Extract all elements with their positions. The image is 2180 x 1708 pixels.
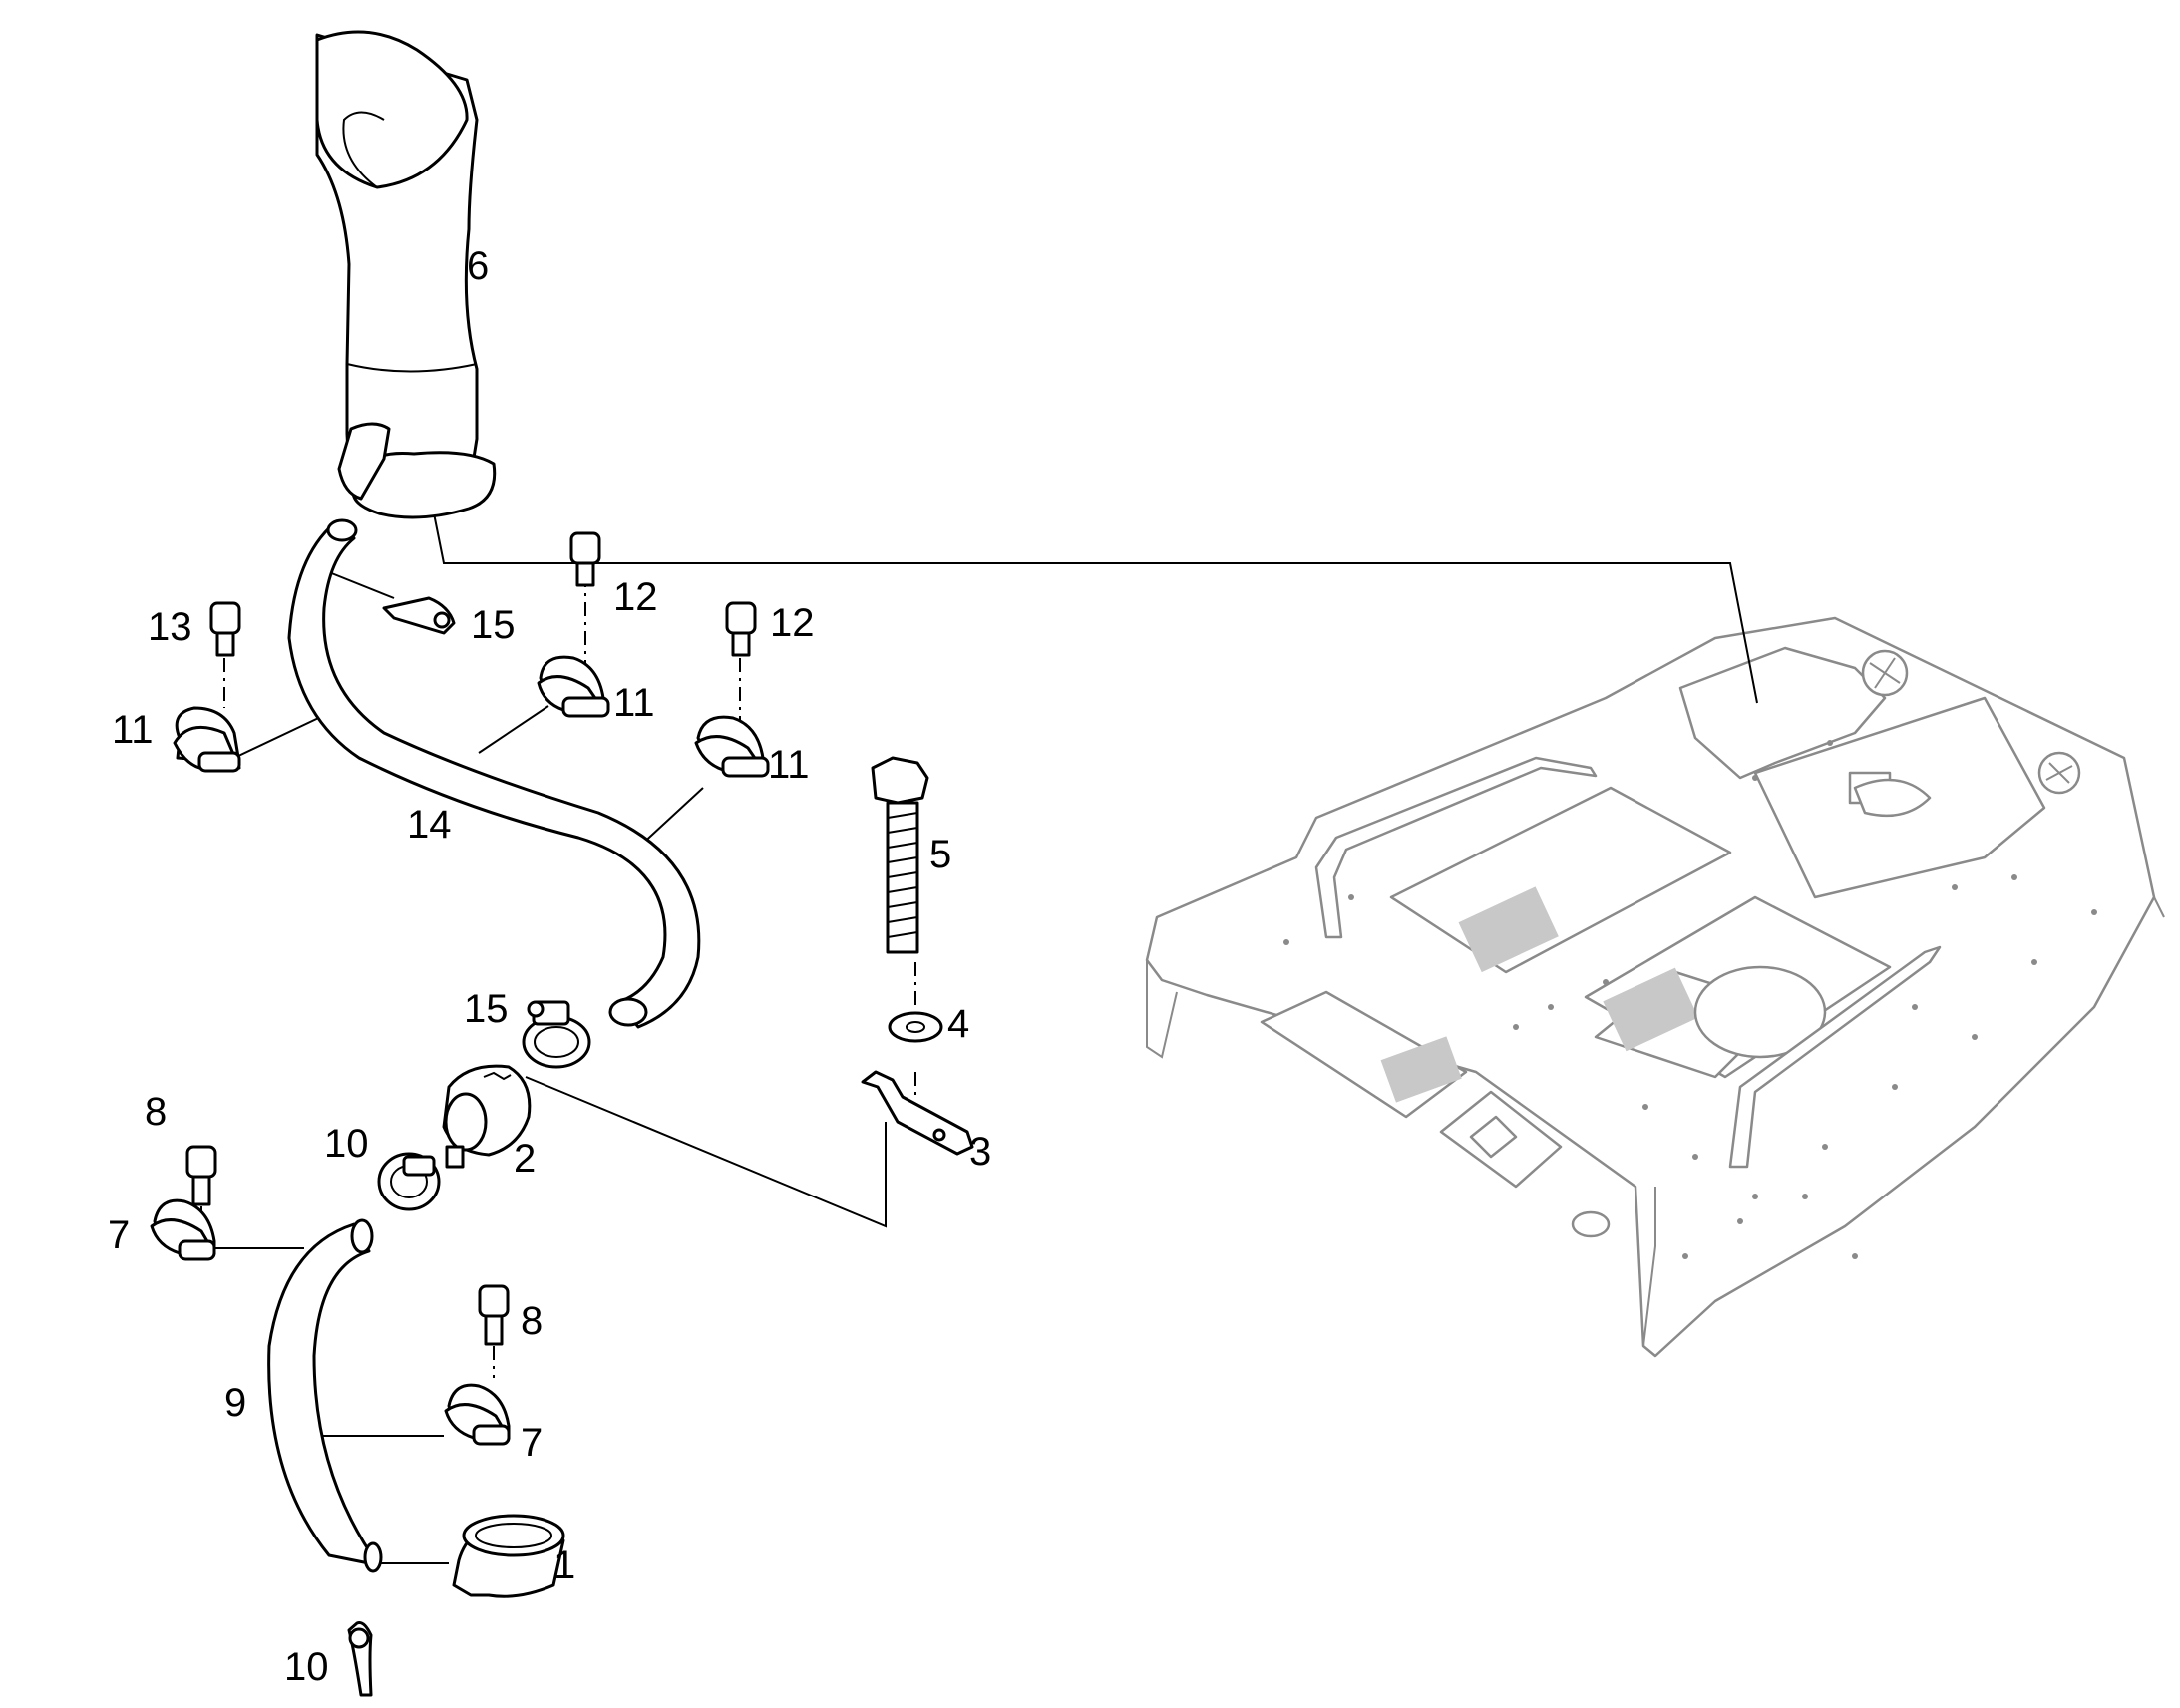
callout-13: 13 [148,605,192,649]
callout-12b: 12 [770,601,815,645]
p-clip-7-lower [444,1383,511,1446]
bracket [861,1070,974,1156]
machine-frame-context [1145,616,2165,1358]
screw-8-lower [478,1284,510,1346]
callout-7b: 7 [521,1421,543,1465]
callout-11a: 11 [112,708,154,752]
air-intake-snorkel [315,30,497,519]
washer [888,1011,943,1043]
p-clip-right [694,715,770,778]
callout-12a: 12 [613,575,658,619]
callout-labels: 6 12 12 13 15 11 11 11 14 5 15 4 8 10 2 … [108,244,991,1689]
callout-11b: 11 [613,681,655,725]
callout-14: 14 [407,803,452,847]
callout-3: 3 [969,1130,991,1174]
screw-8-left [185,1145,217,1206]
bolt [871,756,929,954]
screw-13 [209,601,241,657]
screw-12-upper [569,531,601,587]
callout-15a: 15 [471,603,516,647]
callout-8b: 8 [521,1299,543,1343]
callout-10b: 10 [284,1645,329,1689]
callout-4: 4 [947,1002,969,1046]
callout-11c: 11 [768,743,810,787]
callout-7a: 7 [108,1213,130,1257]
callout-5: 5 [929,833,951,876]
callout-8a: 8 [145,1090,167,1134]
callout-10a: 10 [324,1122,369,1166]
p-clip-middle [537,655,610,718]
dust-cap [452,1514,565,1598]
callout-9: 9 [224,1381,246,1425]
callout-2: 2 [514,1137,536,1181]
machine-holes [1283,740,2097,1259]
upper-hose [287,518,701,1029]
valve [442,1064,532,1169]
leader-lines [209,512,1758,1564]
hose-clamp-middle [522,1000,591,1069]
lower-hose [267,1218,383,1573]
hose-clamp-bottom [347,1621,373,1697]
callout-1: 1 [553,1543,575,1587]
hose-clamp-lower [377,1152,441,1211]
callout-15b: 15 [464,987,509,1031]
screw-12-right [725,601,757,657]
hose-clamp-upper [382,596,456,635]
p-clip-7-upper [150,1198,216,1261]
callout-6: 6 [467,244,489,288]
p-clip-left [173,706,241,773]
